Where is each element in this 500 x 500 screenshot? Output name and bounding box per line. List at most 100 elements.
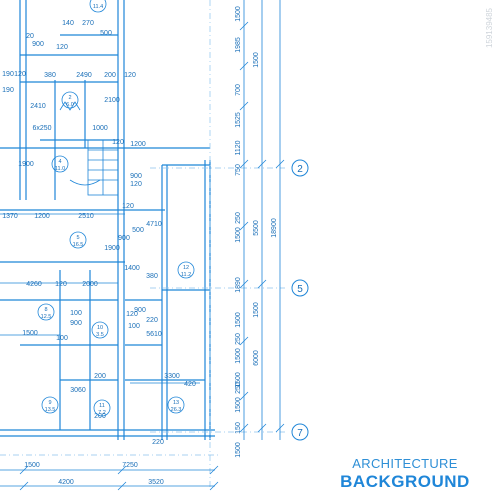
room-area: 12.5: [41, 314, 52, 320]
dim-label: 1500: [235, 348, 242, 364]
room-labels: 2 6.0 4 11.0 5 16.5 8 12.5 9 13.5 10 3.5…: [41, 4, 192, 416]
caption-architecture: ARCHITECTURE: [352, 456, 458, 471]
room-number: 10: [97, 325, 103, 331]
dim-label: 380: [44, 72, 56, 79]
room-marker: [61, 91, 79, 109]
dim-label: 250: [235, 333, 242, 345]
room-area: 16.5: [73, 242, 84, 248]
room-marker: [91, 321, 109, 339]
axis-markers: [291, 159, 309, 441]
room-number: 13: [173, 400, 179, 406]
room-marker: [69, 231, 87, 249]
room-marker: [177, 261, 195, 279]
dim-label: 1500: [235, 442, 242, 458]
axis-marker-5: [291, 279, 309, 297]
dim-label: 7250: [122, 462, 138, 469]
dim-label: 3520: [148, 479, 164, 486]
dim-label: 250: [235, 382, 242, 394]
dim-label: 6x250: [32, 125, 51, 132]
dim-label: 1200: [130, 141, 146, 148]
dim-label: 1500: [253, 52, 260, 68]
axis-label: 5: [297, 284, 303, 295]
axis-lines: [0, 0, 285, 490]
plan-dimensions: 1200 120 1370 1200 2510 4260 120 2000 15…: [2, 71, 196, 446]
dim-label: 1500: [24, 462, 40, 469]
dim-label: 2410: [30, 103, 46, 110]
dim-label: 900: [70, 320, 82, 327]
dim-label: 120: [14, 71, 26, 78]
room-marker: [41, 396, 59, 414]
dim-label: 1890: [235, 277, 242, 293]
watermark-id: 159139485: [485, 8, 494, 49]
room-number: 4: [58, 159, 61, 165]
dim-label: 1500: [253, 302, 260, 318]
dim-label: 4200: [58, 479, 74, 486]
dim-label: 1400: [124, 265, 140, 272]
room-area: 13.5: [45, 407, 56, 413]
dim-label: 2510: [78, 213, 94, 220]
right-dimensions: 1500 1985 700 1525 1120 750 1500 250 189…: [235, 6, 278, 458]
dim-label: 4260: [26, 281, 42, 288]
room-area: 3.5: [96, 332, 104, 338]
dim-label: 1500: [235, 397, 242, 413]
dim-label: 140: [62, 20, 74, 27]
room-number: 5: [76, 235, 79, 241]
dim-label: 380: [146, 273, 158, 280]
room-number: 2: [68, 95, 71, 101]
dim-label: 420: [184, 381, 196, 388]
dim-label: 1900: [18, 161, 34, 168]
stair-detail: [59, 101, 119, 196]
room-number: 12: [183, 265, 189, 271]
dim-label: 120: [126, 311, 138, 318]
dim-label: 120: [124, 72, 136, 79]
dim-label: 4710: [146, 221, 162, 228]
axis-label: 2: [297, 164, 303, 175]
room-area: 11.0: [55, 166, 65, 172]
dim-label: 1500: [22, 330, 38, 337]
caption-background: BACKGROUND: [340, 472, 470, 491]
dim-label: 2000: [82, 281, 98, 288]
dim-label: 1500: [235, 312, 242, 328]
dim-label: 2490: [76, 72, 92, 79]
dim-label: 1370: [2, 213, 18, 220]
dim-label: 1525: [235, 112, 242, 128]
dim-label: 120: [55, 281, 67, 288]
axis-marker-7: [291, 423, 309, 441]
dim-label: 5500: [253, 220, 260, 236]
dim-label: 190: [2, 71, 14, 78]
room-marker: [89, 0, 107, 13]
dim-label: 500: [100, 30, 112, 37]
dim-label: 200: [94, 373, 106, 380]
axis-label: 7: [297, 428, 303, 439]
dim-label: 1500: [235, 6, 242, 22]
dim-label: 20: [26, 33, 34, 40]
dim-label: 6000: [253, 350, 260, 366]
dim-label: 250: [235, 212, 242, 224]
dim-label: 150: [235, 422, 242, 434]
wall-lines: [0, 0, 215, 440]
dim-label: 200: [104, 72, 116, 79]
dim-label: 190: [2, 87, 14, 94]
dim-label: 1200: [34, 213, 50, 220]
top-dimensions: 140 270 20 900 500 120 380 2490 200 120: [26, 20, 136, 79]
dim-label: 1500: [235, 372, 242, 388]
dim-label: 900: [118, 235, 130, 242]
dim-label: 750: [235, 164, 242, 176]
room-number: 11: [99, 403, 105, 409]
dim-label: 120: [130, 181, 142, 188]
room-number: 8: [44, 307, 47, 313]
tick-marks: [19, 21, 285, 491]
dim-label: 900: [130, 173, 142, 180]
dim-label: 100: [70, 310, 82, 317]
bottom-dimensions: 1500 7250 4200 3520: [24, 462, 164, 486]
dim-label: 3300: [164, 373, 180, 380]
room-marker: [167, 396, 185, 414]
dim-label: 5610: [146, 331, 162, 338]
dim-label: 18900: [271, 218, 278, 238]
axis-marker-2: [291, 159, 309, 177]
room-markers: [37, 0, 195, 417]
dim-label: 120: [56, 44, 68, 51]
dim-label: 270: [82, 20, 94, 27]
room-number: 9: [48, 400, 51, 406]
